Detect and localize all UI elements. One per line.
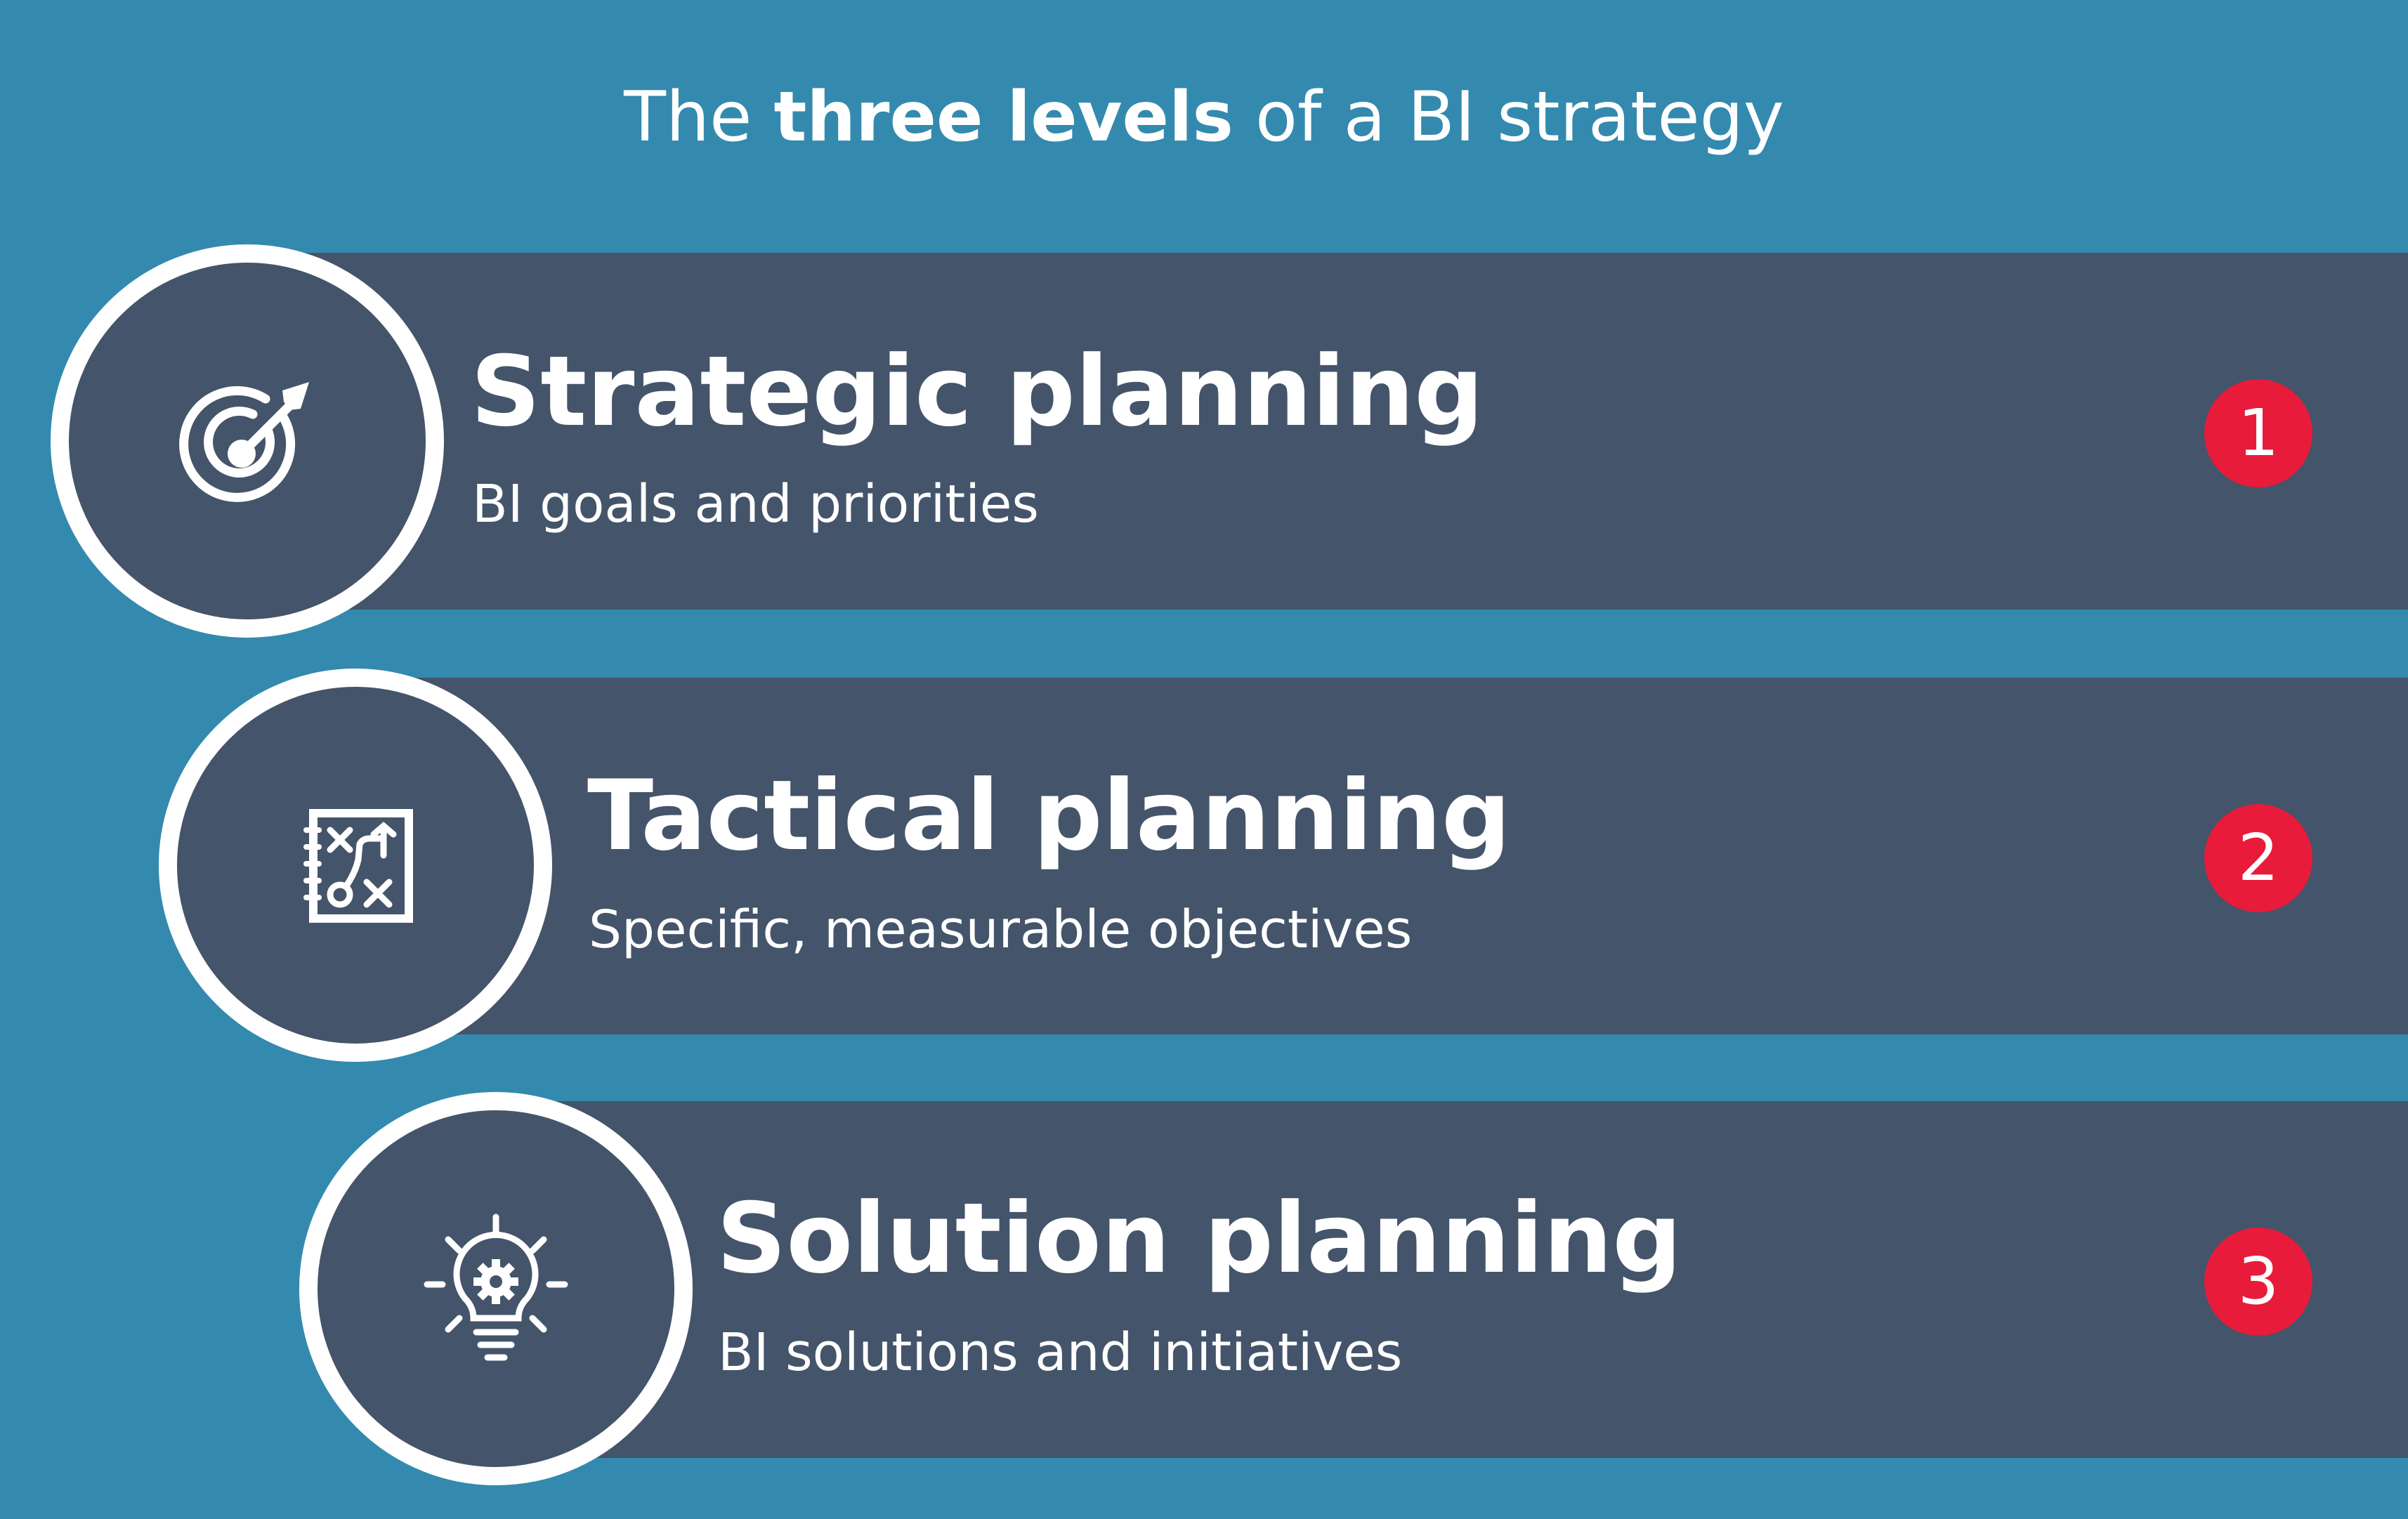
- page-title: The three levels of a BI strategy: [0, 65, 2408, 170]
- level-icon-circle: [159, 669, 552, 1062]
- level-heading: Tactical planning: [587, 759, 1511, 872]
- level-description: Specific, measurable objectives: [589, 900, 1413, 960]
- level-heading: Solution planning: [716, 1182, 1682, 1295]
- target-icon: [179, 382, 309, 502]
- tactics-board-icon: [303, 809, 413, 923]
- level-icon-circle: [299, 1092, 693, 1485]
- level-icon-circle: [51, 244, 444, 638]
- level-band: [239, 253, 2408, 610]
- level-description: BI solutions and initiatives: [718, 1322, 1403, 1383]
- level-heading: Strategic planning: [471, 335, 1484, 448]
- title-emphasis: three levels: [773, 77, 1234, 157]
- level-number-badge: 2: [2204, 804, 2312, 912]
- title-prefix: The: [624, 77, 774, 157]
- level-band: [348, 678, 2408, 1034]
- level-description: BI goals and priorities: [472, 474, 1039, 534]
- title-suffix: of a BI strategy: [1233, 77, 1784, 157]
- lightbulb-gear-icon: [424, 1214, 568, 1361]
- level-band: [489, 1101, 2408, 1458]
- level-number-badge: 3: [2204, 1228, 2312, 1336]
- level-number-badge: 1: [2204, 379, 2312, 487]
